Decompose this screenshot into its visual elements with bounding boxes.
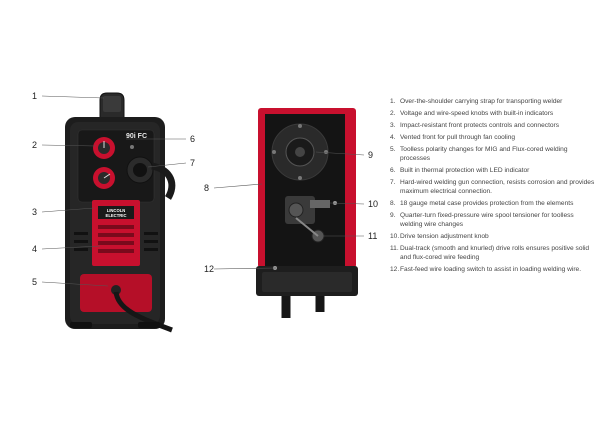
callout-4: 4	[32, 244, 38, 254]
welder-side-view	[256, 108, 358, 318]
feature-list: 1.Over-the-shoulder carrying strap for t…	[390, 97, 595, 277]
brand-line-2: ELECTRIC	[106, 213, 127, 218]
callout-6: 6	[190, 134, 196, 144]
brand-line-1: LINCOLN	[107, 208, 126, 213]
model-label: 90i FC	[126, 133, 147, 140]
feature-item: 9.Quarter-turn fixed-pressure wire spool…	[390, 212, 574, 228]
feature-item: 12.Fast-feed wire loading switch to assi…	[390, 266, 582, 273]
callout-10: 10	[368, 199, 379, 209]
feature-item: 2.Voltage and wire-speed knobs with buil…	[390, 110, 554, 117]
callout-7: 7	[190, 158, 196, 168]
feature-item: 5.Toolless polarity changes for MIG and …	[390, 146, 568, 162]
callout-12: 12	[204, 264, 215, 274]
callout-1: 1	[32, 91, 38, 101]
callout-9: 9	[368, 150, 374, 160]
feature-item: 10.Drive tension adjustment knob	[390, 233, 489, 240]
callout-3: 3	[32, 207, 38, 217]
feature-item: 7.Hard-wired welding gun connection, res…	[390, 179, 595, 195]
feature-item: 1.Over-the-shoulder carrying strap for t…	[390, 98, 563, 105]
feature-item: 8.18 gauge metal case provides protectio…	[390, 200, 574, 207]
feature-item: 11.Dual-track (smooth and knurled) drive…	[390, 245, 590, 261]
callout-2: 2	[32, 140, 38, 150]
callout-11: 11	[368, 231, 378, 241]
feature-item: 4.Vented front for pull through fan cool…	[390, 134, 516, 141]
feature-item: 3.Impact-resistant front protects contro…	[390, 122, 560, 129]
callout-5: 5	[32, 277, 38, 287]
welder-front-view: 90i FC LINCOLN ELECTRIC	[65, 92, 176, 333]
callout-leaders	[41, 95, 365, 287]
feature-item: 6.Built in thermal protection with LED i…	[390, 167, 530, 174]
welder-illustration: 90i FC LINCOLN ELECTRIC	[41, 92, 365, 333]
callout-8: 8	[204, 183, 210, 193]
